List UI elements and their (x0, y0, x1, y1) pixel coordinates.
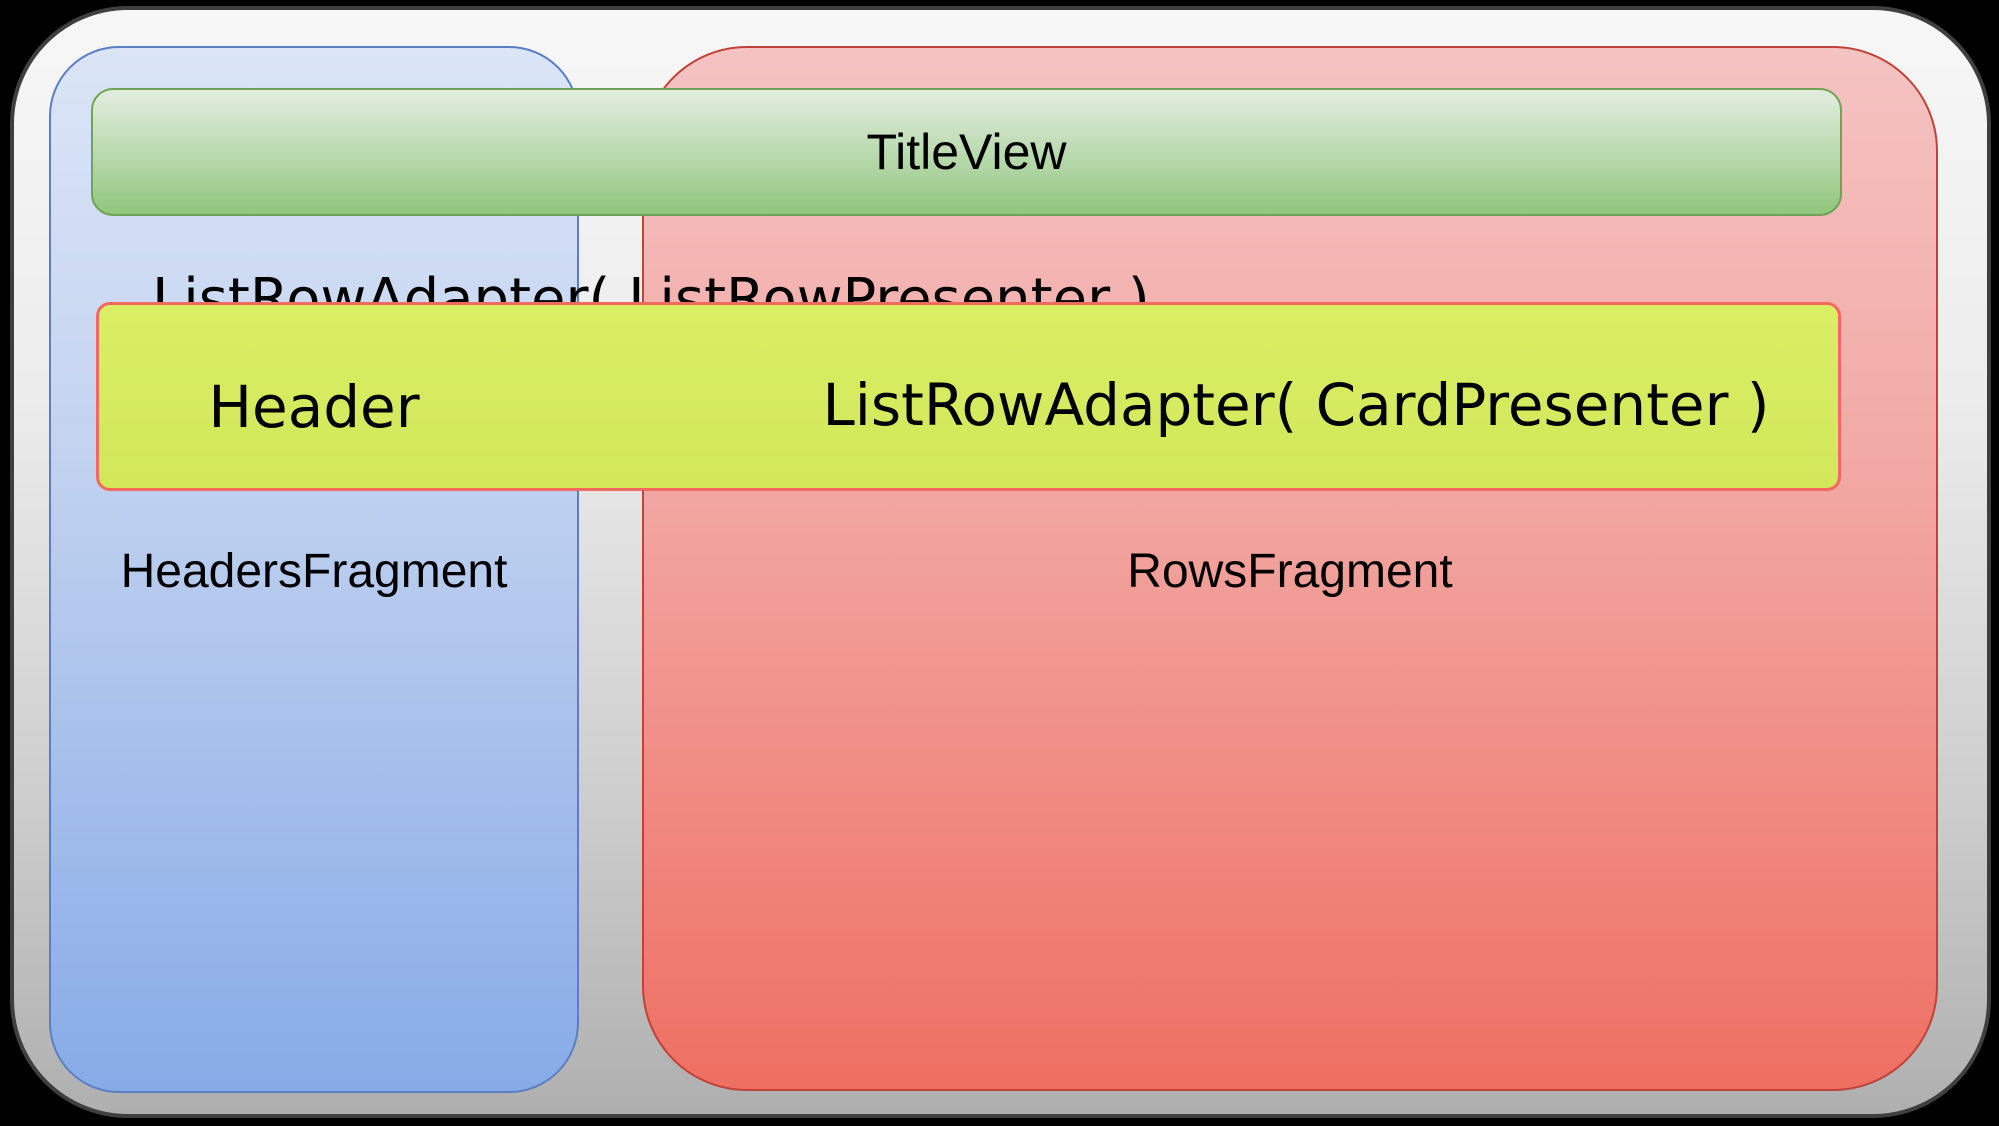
browse-fragment-panel: TitleView ListRowAdapter( ListRowPresent… (10, 6, 1991, 1118)
list-row-adapter-bar (96, 302, 1841, 491)
headers-fragment-box (49, 46, 579, 1093)
rows-fragment-box (642, 46, 1938, 1091)
title-view-label: TitleView (866, 124, 1067, 180)
headers-fragment-label: HeadersFragment (120, 545, 508, 598)
list-row-adapter-card-presenter-label: ListRowAdapter( CardPresenter ) (822, 371, 1770, 439)
rows-fragment-label: RowsFragment (1127, 545, 1453, 598)
header-label: Header (208, 373, 420, 441)
title-view-bar: TitleView (91, 88, 1842, 216)
